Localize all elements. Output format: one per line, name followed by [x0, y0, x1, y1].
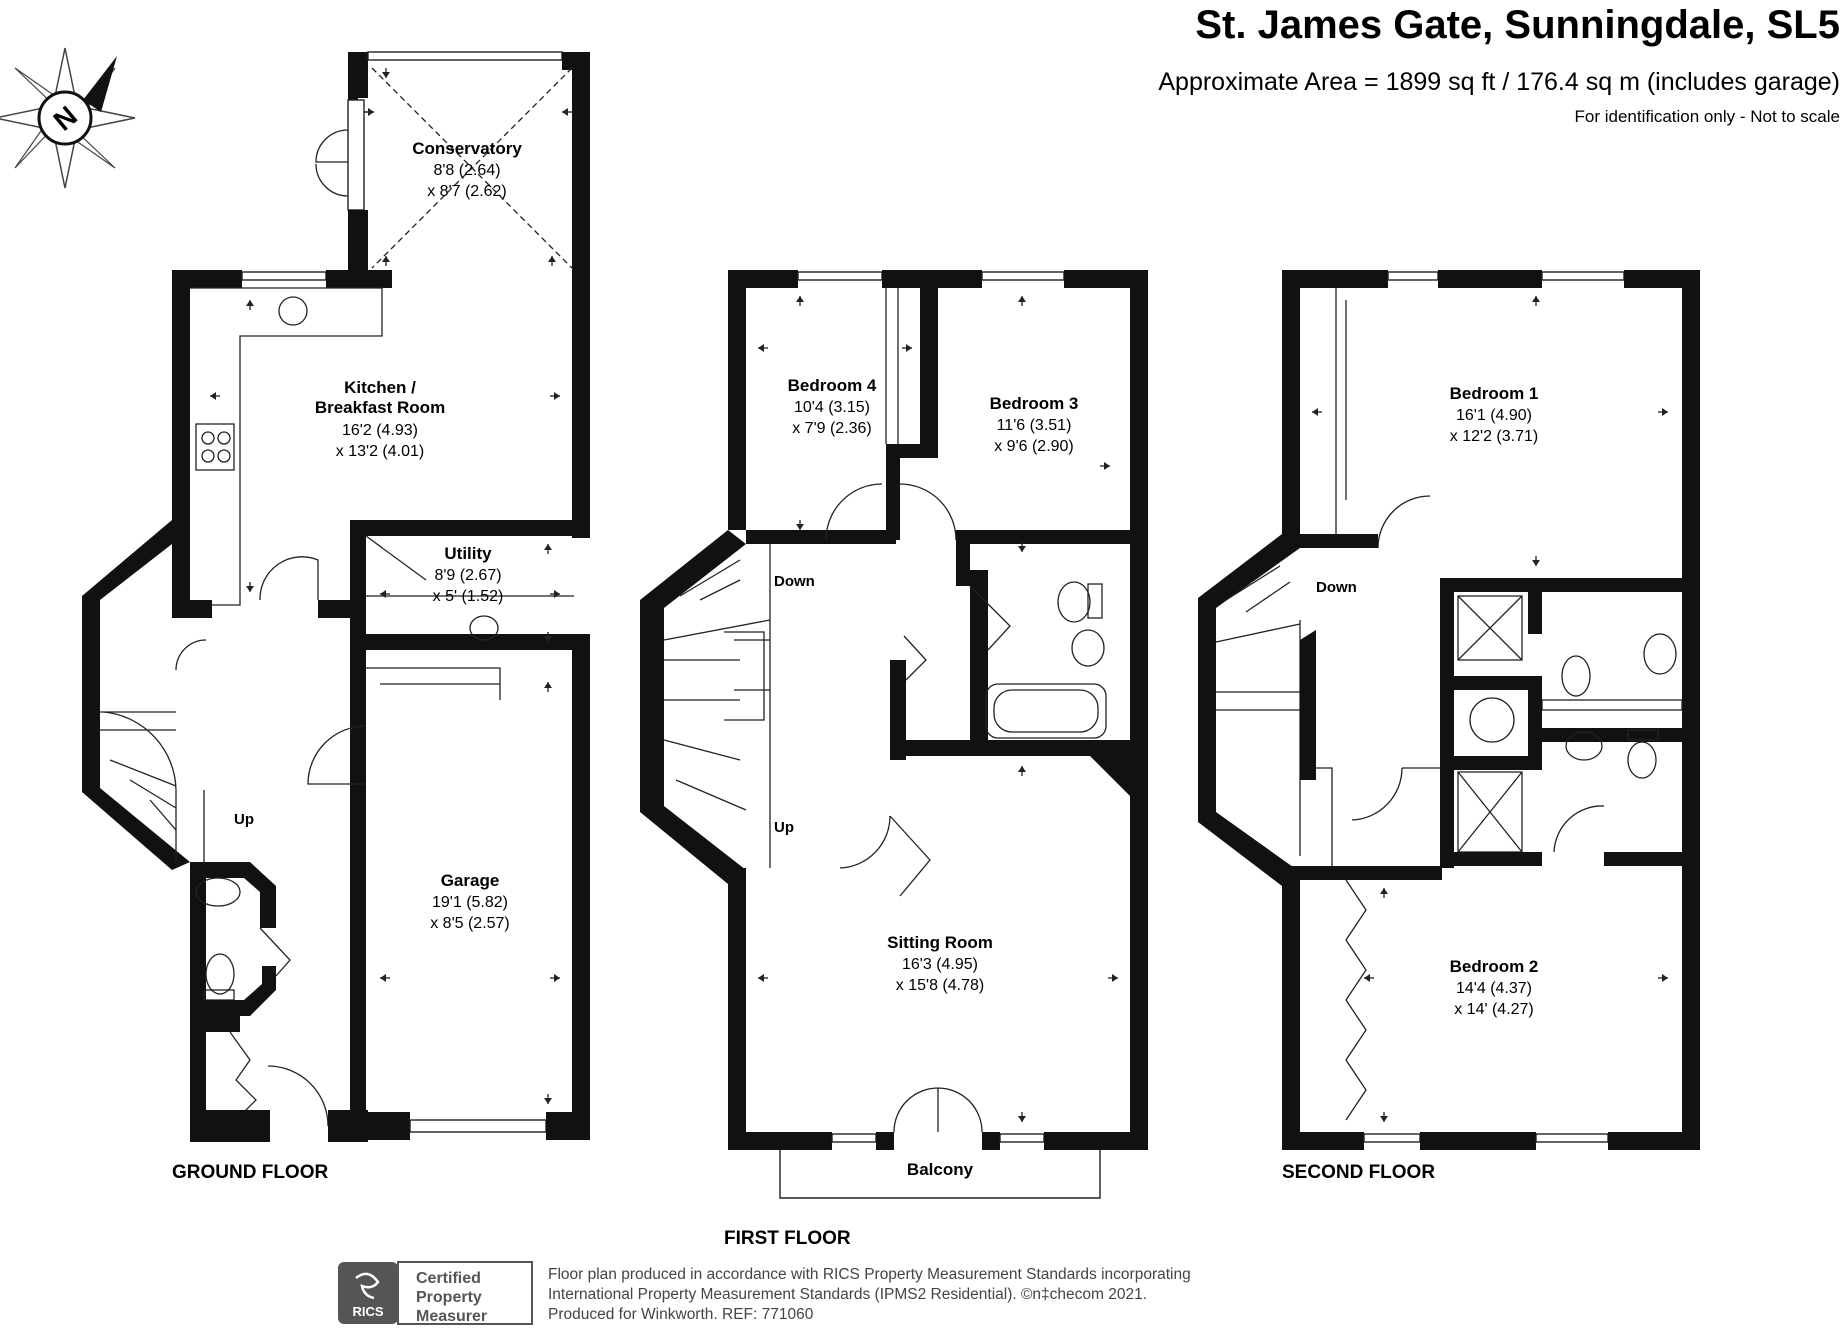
- room-name-utility: Utility: [444, 544, 492, 563]
- room-name-bedroom-1: Bedroom 1: [1450, 384, 1539, 403]
- first-stairs-down-label: Down: [774, 573, 815, 590]
- room-dim: x 12'2 (3.71): [1450, 428, 1538, 445]
- room-dim: x 5' (1.52): [433, 588, 504, 605]
- arrow-head-icon: [554, 974, 560, 982]
- room-dim: x 8'7 (2.62): [427, 183, 507, 200]
- ground-floor-plan: Up: [82, 51, 590, 1142]
- room-dim: x 8'5 (2.57): [430, 915, 510, 932]
- arrow-head-icon: [368, 108, 374, 116]
- footer-note: Produced for Winkworth. REF: 771060: [548, 1306, 814, 1323]
- arrow-head-icon: [544, 636, 552, 642]
- arrow-head-icon: [1364, 974, 1370, 982]
- page-title: St. James Gate, Sunningdale, SL5: [1195, 3, 1840, 47]
- arrow-head-icon: [1018, 546, 1026, 552]
- room-name-conservatory: Conservatory: [412, 139, 522, 158]
- arrow-head-icon: [380, 974, 386, 982]
- arrow-head-icon: [1018, 766, 1026, 772]
- room-name-bedroom-3: Bedroom 3: [990, 394, 1079, 413]
- room-dim: x 13'2 (4.01): [336, 443, 424, 460]
- arrow-head-icon: [246, 300, 254, 306]
- arrow-head-icon: [382, 72, 390, 78]
- room-name-garage: Garage: [441, 871, 500, 890]
- arrow-head-icon: [380, 590, 386, 598]
- arrow-head-icon: [1312, 408, 1318, 416]
- arrow-head-icon: [1104, 462, 1110, 470]
- arrow-head-icon: [1662, 974, 1668, 982]
- arrow-head-icon: [1380, 888, 1388, 894]
- room-name-sitting-room: Sitting Room: [887, 933, 993, 952]
- badge-line: Property: [416, 1289, 482, 1306]
- room-dim: 11'6 (3.51): [997, 417, 1072, 434]
- first-stairs-up-label: Up: [774, 819, 794, 836]
- room-name-bedroom-4: Bedroom 4: [788, 376, 877, 395]
- room-dim: 8'8 (2.64): [433, 162, 500, 179]
- arrow-head-icon: [1532, 296, 1540, 302]
- ground-floor-label: GROUND FLOOR: [172, 1162, 328, 1183]
- arrow-head-icon: [544, 1098, 552, 1104]
- first-floor-plan: Down Up: [640, 270, 1148, 1199]
- measurement-arrows: [210, 68, 1668, 1122]
- footer-note: International Property Measurement Stand…: [548, 1286, 1147, 1303]
- lion-icon: [355, 1272, 380, 1300]
- room-name-kitchen: Breakfast Room: [315, 398, 445, 417]
- badge-line: Certified: [416, 1270, 481, 1287]
- arrow-head-icon: [1662, 408, 1668, 416]
- second-floor-label: SECOND FLOOR: [1282, 1162, 1435, 1183]
- rics-badge: RICS Certified Property Measurer: [338, 1261, 533, 1325]
- arrow-head-icon: [554, 392, 560, 400]
- room-dim: 16'1 (4.90): [1456, 407, 1532, 424]
- room-dim: 10'4 (3.15): [794, 399, 870, 416]
- compass-icon: N: [0, 47, 136, 189]
- arrow-head-icon: [1018, 296, 1026, 302]
- room-dim: x 14' (4.27): [1454, 1001, 1534, 1018]
- second-stairs-down-label: Down: [1316, 579, 1357, 596]
- arrow-head-icon: [382, 256, 390, 262]
- arrow-head-icon: [1532, 560, 1540, 566]
- room-dim: x 15'8 (4.78): [896, 977, 984, 994]
- rics-logo-text: RICS: [352, 1304, 383, 1319]
- arrow-head-icon: [758, 974, 764, 982]
- ground-stairs-label: Up: [234, 811, 254, 828]
- arrow-head-icon: [554, 590, 560, 598]
- arrow-head-icon: [796, 524, 804, 530]
- room-labels: Conservatory 8'8 (2.64) x 8'7 (2.62) Kit…: [172, 139, 1538, 1249]
- arrow-head-icon: [906, 344, 912, 352]
- arrow-head-icon: [246, 586, 254, 592]
- arrow-head-icon: [562, 108, 568, 116]
- arrow-head-icon: [544, 544, 552, 550]
- room-dim: 16'3 (4.95): [902, 956, 978, 973]
- footer-note: Floor plan produced in accordance with R…: [548, 1266, 1191, 1283]
- disclaimer: For identification only - Not to scale: [1574, 107, 1840, 126]
- arrow-head-icon: [1380, 1116, 1388, 1122]
- room-name-bedroom-2: Bedroom 2: [1450, 957, 1539, 976]
- badge-line: Measurer: [416, 1308, 487, 1325]
- arrow-head-icon: [544, 682, 552, 688]
- room-name-balcony: Balcony: [907, 1160, 974, 1179]
- room-name-kitchen: Kitchen /: [344, 378, 416, 397]
- arrow-head-icon: [796, 296, 804, 302]
- area-summary: Approximate Area = 1899 sq ft / 176.4 sq…: [1158, 68, 1840, 96]
- second-floor-plan: Down: [1198, 270, 1700, 1150]
- room-dim: 16'2 (4.93): [342, 422, 418, 439]
- room-dim: x 9'6 (2.90): [994, 438, 1074, 455]
- arrow-head-icon: [1112, 974, 1118, 982]
- arrow-head-icon: [548, 256, 556, 262]
- arrow-head-icon: [1018, 1116, 1026, 1122]
- room-dim: 19'1 (5.82): [432, 894, 508, 911]
- arrow-head-icon: [758, 344, 764, 352]
- room-dim: 8'9 (2.67): [434, 567, 501, 584]
- room-dim: x 7'9 (2.36): [792, 420, 872, 437]
- arrow-head-icon: [210, 392, 216, 400]
- room-dim: 14'4 (4.37): [1456, 980, 1532, 997]
- first-floor-label: FIRST FLOOR: [724, 1228, 851, 1249]
